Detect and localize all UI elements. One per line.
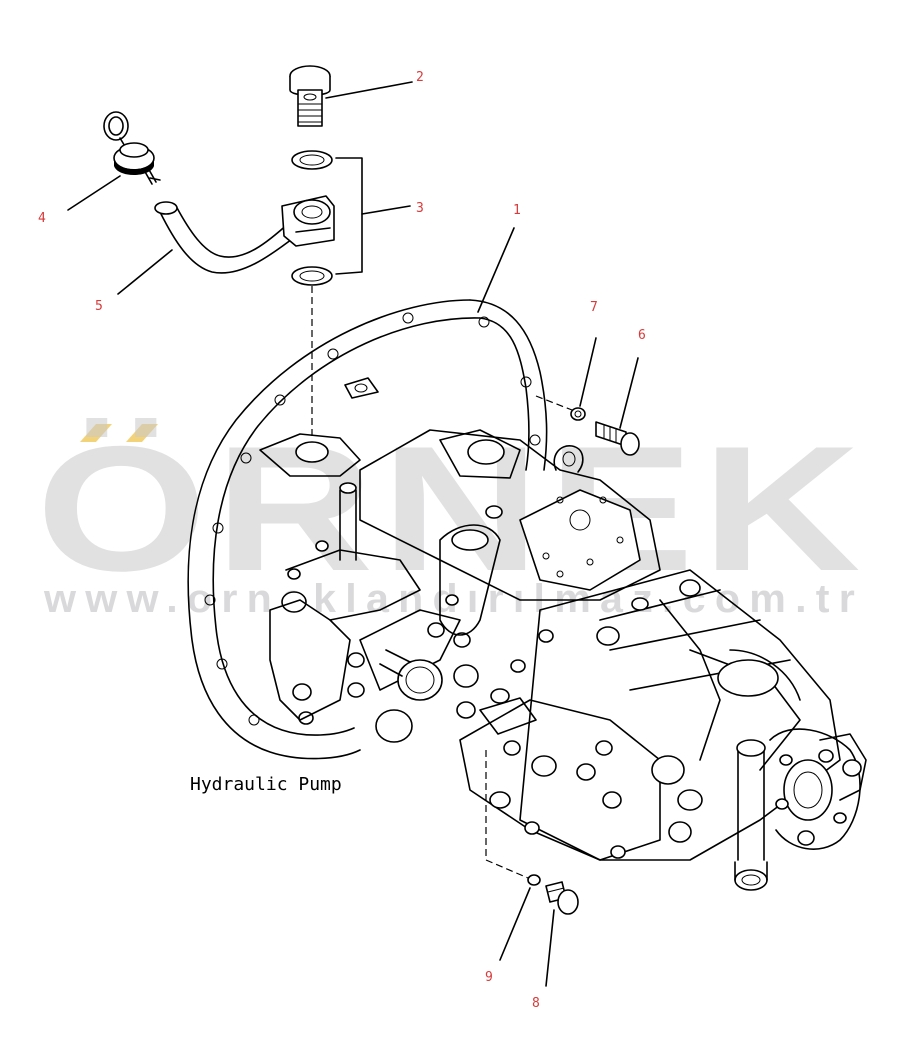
part-4-breather-cap xyxy=(103,111,161,185)
watermark: ÖRNEK www.orneklandırılmaz.com.tr xyxy=(36,409,868,621)
diagram-caption: Hydraulic Pump xyxy=(190,774,342,795)
part-3-washers xyxy=(291,150,411,286)
watermark-accent-right xyxy=(126,424,158,442)
pump-housing-flange xyxy=(187,299,548,760)
watermark-brand: ÖRNEK xyxy=(36,409,868,608)
callout-4: 4 xyxy=(38,211,46,226)
callout-3: 3 xyxy=(416,201,424,216)
part-6-bolt xyxy=(595,421,640,456)
watermark-accent-left xyxy=(80,424,112,442)
part-9-o-ring xyxy=(527,874,541,886)
callout-1: 1 xyxy=(513,203,521,218)
part-2-banjo-bolt xyxy=(289,65,331,127)
callout-2: 2 xyxy=(416,70,424,85)
part-7-washer xyxy=(570,407,586,421)
callout-7: 7 xyxy=(590,300,598,315)
part-8-plug xyxy=(545,881,579,915)
callout-5: 5 xyxy=(95,299,103,314)
callouts: 1 2 3 4 5 6 7 8 9 xyxy=(38,70,646,1011)
assembly-lines xyxy=(311,286,573,879)
leader-lines xyxy=(67,81,639,987)
callout-9: 9 xyxy=(485,970,493,985)
callout-6: 6 xyxy=(638,328,646,343)
callout-8: 8 xyxy=(532,996,540,1011)
part-5-tube xyxy=(154,195,335,274)
pump-body xyxy=(269,429,867,891)
